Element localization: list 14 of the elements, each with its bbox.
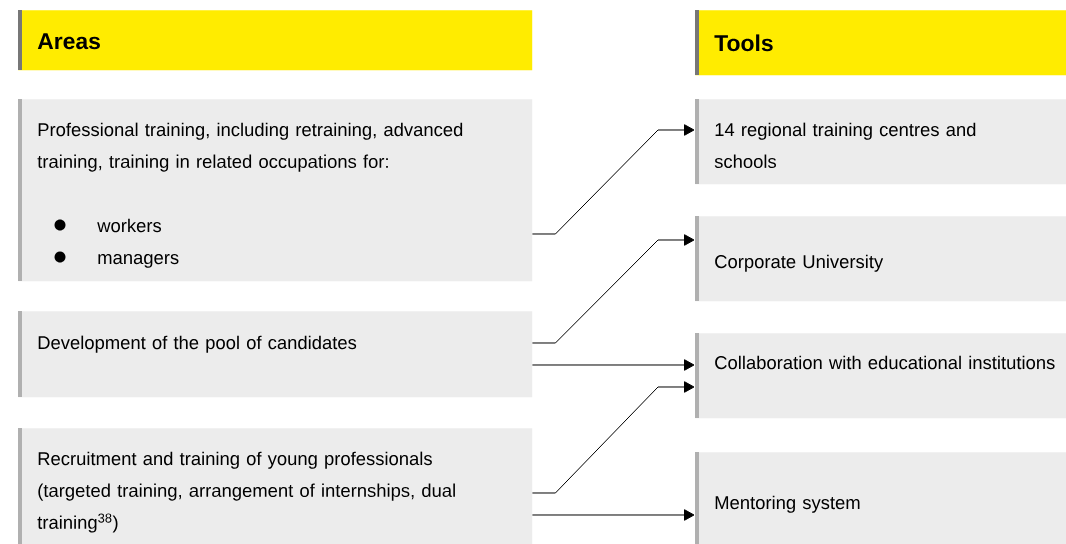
text-box: 14 regional training centres and schools — [695, 99, 1066, 185]
arrow — [531, 124, 695, 235]
text-box: Corporate University — [695, 216, 1066, 302]
header-box: Areas — [18, 10, 533, 71]
text-box: Development of the pool of candidates — [18, 311, 533, 398]
header-box: Tools — [695, 10, 1066, 76]
text-box: Professional training, including retraining, advanced training, training in related occupations for: workers managers — [18, 99, 533, 282]
arrow — [531, 381, 695, 494]
text-box: Mentoring system — [695, 452, 1066, 544]
arrow — [531, 359, 695, 371]
arrow — [531, 234, 695, 344]
arrow — [531, 509, 695, 521]
text-box: Recruitment and training of young professionals (targeted training, arrangement of internships, dual training$^{38}$) — [18, 428, 533, 544]
text-box: Collaboration with educational institutions — [695, 333, 1066, 419]
